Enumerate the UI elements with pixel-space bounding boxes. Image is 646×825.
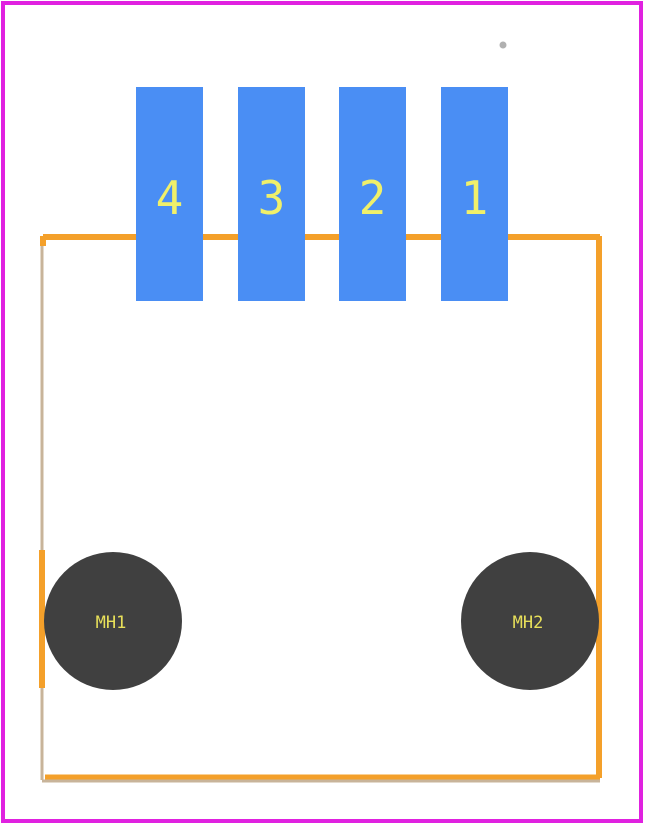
mounting-hole-mh1: MH1 bbox=[44, 552, 182, 690]
pad-1: 1 bbox=[441, 87, 508, 301]
mounting-hole-group: MH1 MH2 bbox=[44, 552, 599, 690]
pad-4: 4 bbox=[136, 87, 203, 301]
pad-2: 2 bbox=[339, 87, 406, 301]
mounting-hole-label: MH1 bbox=[96, 613, 127, 633]
pad-label: 3 bbox=[258, 171, 286, 225]
pad-3: 3 bbox=[238, 87, 305, 301]
pad-group: 4 3 2 1 bbox=[136, 87, 508, 301]
mounting-hole-circle bbox=[461, 552, 599, 690]
mounting-hole-mh2: MH2 bbox=[461, 552, 599, 690]
mounting-hole-circle bbox=[44, 552, 182, 690]
pad-rect bbox=[238, 87, 305, 301]
silkscreen-outline bbox=[39, 234, 602, 780]
pad-label: 1 bbox=[461, 171, 489, 225]
pad-label: 2 bbox=[359, 171, 387, 225]
pad-rect bbox=[136, 87, 203, 301]
pad-label: 4 bbox=[156, 171, 184, 225]
pad-rect bbox=[441, 87, 508, 301]
mounting-hole-label: MH2 bbox=[513, 613, 544, 633]
inner-outline bbox=[40, 238, 600, 783]
pad-rect bbox=[339, 87, 406, 301]
pin1-marker-dot bbox=[499, 41, 507, 49]
